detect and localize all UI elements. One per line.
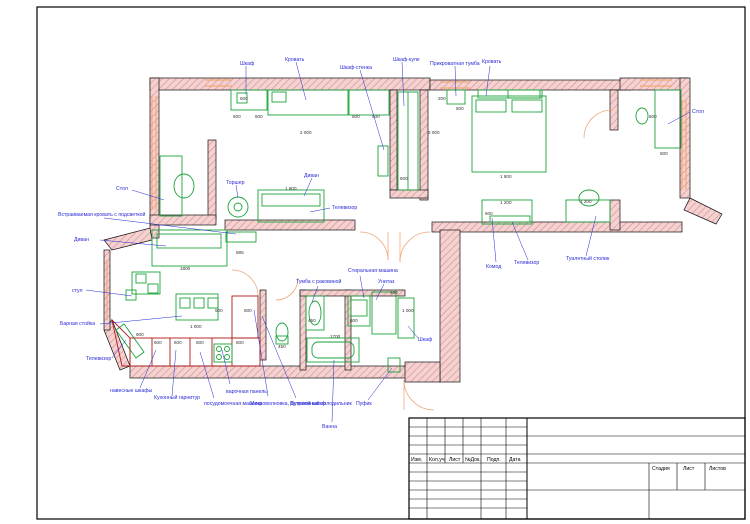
- dim-label: 200: [438, 96, 446, 101]
- dim-label: 2 000: [300, 130, 312, 135]
- label-wall-cabinets: навесные шкафы: [110, 388, 153, 394]
- label-wardrobe: Шкаф-купе: [393, 57, 420, 63]
- label-tv-mid: Телевизор: [332, 205, 357, 211]
- dim-label: 500: [352, 114, 360, 119]
- dim-label: 600: [136, 332, 144, 337]
- dim-label: 500: [456, 106, 464, 111]
- label-tv-left: Телевизор: [86, 356, 111, 362]
- dim-label: 600: [154, 340, 162, 345]
- dim-label: 1700: [330, 334, 341, 339]
- label-fridge: Встроенный холодильник: [290, 400, 352, 407]
- label-bed-right: Кровать: [482, 59, 502, 65]
- label-built-in-bed: Встраиваемая кровать с подсветкой: [58, 211, 146, 218]
- label-sink-cabinet: Тумба с раковиной: [296, 278, 342, 285]
- label-bed-left: Кровать: [285, 57, 305, 63]
- dim-label: 600: [350, 318, 358, 323]
- dim-label: 2 000: [428, 130, 440, 135]
- label-wall-cabinet: Шкаф-стенка: [340, 65, 372, 71]
- dim-label: 600: [174, 340, 182, 345]
- dim-label: 450: [278, 344, 286, 349]
- dim-label: 600: [660, 151, 668, 156]
- dim-label: 1800: [180, 266, 191, 271]
- title-block: [408, 417, 746, 520]
- label-desk-right: Стол: [692, 109, 704, 115]
- stamp-stadiya: Стадия: [652, 466, 670, 472]
- dim-label: 600: [255, 114, 263, 119]
- label-bath: Ванна: [322, 424, 337, 430]
- label-dishwasher: посудомоечная машина: [204, 401, 262, 407]
- dim-label: 1 800: [285, 186, 297, 191]
- label-nightstand: Прикроватная тумба: [430, 61, 480, 67]
- dim-label: 600: [400, 176, 408, 181]
- stamp-list: Лист: [449, 457, 461, 463]
- label-washer: Стиральная машина: [348, 268, 398, 274]
- stamp-ndok: №Док.: [465, 457, 481, 463]
- label-vanity: Туалетный столик: [566, 255, 610, 262]
- label-toilet: Унитаз: [378, 279, 395, 285]
- label-ottoman: Пуфик: [356, 401, 372, 407]
- dim-label: 1 800: [500, 174, 512, 179]
- dim-label: 885: [236, 250, 244, 255]
- label-tv-right: Телевизор: [514, 260, 539, 266]
- dim-label: 600: [233, 114, 241, 119]
- label-table-left: Стол: [116, 186, 128, 192]
- dim-label: 1 200: [500, 200, 512, 205]
- stamp-list2: Лист: [683, 466, 695, 472]
- label-shelf-top: Шкаф: [240, 61, 255, 67]
- stamp-data: Дата: [509, 457, 521, 463]
- windows: [106, 79, 687, 320]
- label-sofa-mid: Диван: [304, 173, 319, 179]
- stamp-podp: Подп.: [487, 457, 501, 463]
- label-sofa-left: Диван: [74, 237, 89, 243]
- dim-label: 600: [240, 96, 248, 101]
- dimensions: 600 600 600 500 500 2 000 200 500 1 800 …: [136, 96, 668, 349]
- stamp-kol: Кол.уч: [429, 457, 445, 463]
- dim-label: 600: [244, 308, 252, 313]
- leader-lines: [85, 61, 691, 423]
- stamp-izm: Изм.: [411, 457, 422, 463]
- kitchen-set: [111, 295, 261, 367]
- sheet-frame: [36, 6, 746, 520]
- label-shelf-bath: Шкаф: [418, 337, 433, 343]
- label-bar-counter: Барная стойка: [60, 320, 95, 327]
- dim-label: 1 200: [580, 199, 592, 204]
- label-kitchen-set: Кухонный гарнитур: [154, 394, 200, 401]
- dim-label: 1 000: [190, 324, 202, 329]
- dim-label: 500: [215, 308, 223, 313]
- label-hob: варочная панель: [226, 389, 267, 395]
- dim-label: 600: [649, 114, 657, 119]
- labels: Шкаф Кровать Шкаф-стенка Шкаф-купе Прикр…: [58, 57, 704, 430]
- label-floor-lamp: Торшер: [226, 180, 245, 186]
- label-chairs: стул: [72, 288, 83, 294]
- dim-label: 400: [390, 290, 398, 295]
- label-dresser: Комод: [486, 264, 501, 270]
- title-block-text: Изм. Кол.уч Лист №Док. Подп. Дата Стадия…: [411, 457, 726, 472]
- dim-label: 1 000: [402, 308, 414, 313]
- stamp-listov: Листов: [709, 466, 726, 472]
- doors: [231, 109, 613, 411]
- dim-label: 600: [236, 340, 244, 345]
- label-microwave: Микроволновка, Духовой шкаф: [250, 400, 326, 407]
- walls: [103, 77, 723, 383]
- dim-label: 450: [308, 318, 316, 323]
- dim-label: 600: [485, 211, 493, 216]
- dim-label: 500: [372, 114, 380, 119]
- dim-label: 600: [196, 340, 204, 345]
